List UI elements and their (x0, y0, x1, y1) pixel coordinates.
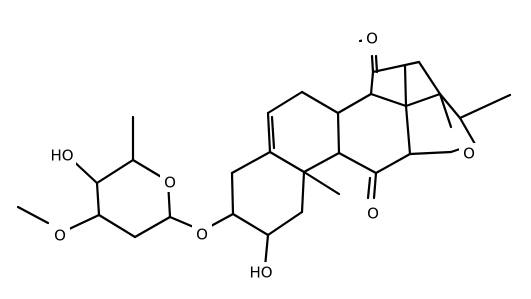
ketone-bottom-label: O (367, 205, 379, 223)
hydroxy-bottom-label: HO (249, 264, 272, 282)
sugar-ring-oxygen-label: O (164, 174, 176, 192)
ring-oxygen-label: O (463, 145, 475, 163)
bond-lines (16, 37, 512, 269)
ketone-top-label: O (366, 30, 378, 48)
hydroxy-left-label: HO (50, 147, 73, 165)
atom-labels: O O O HO O O O HO (48, 28, 479, 282)
glycosidic-oxygen-label: O (196, 226, 208, 244)
methoxy-oxygen-label: O (54, 227, 66, 245)
